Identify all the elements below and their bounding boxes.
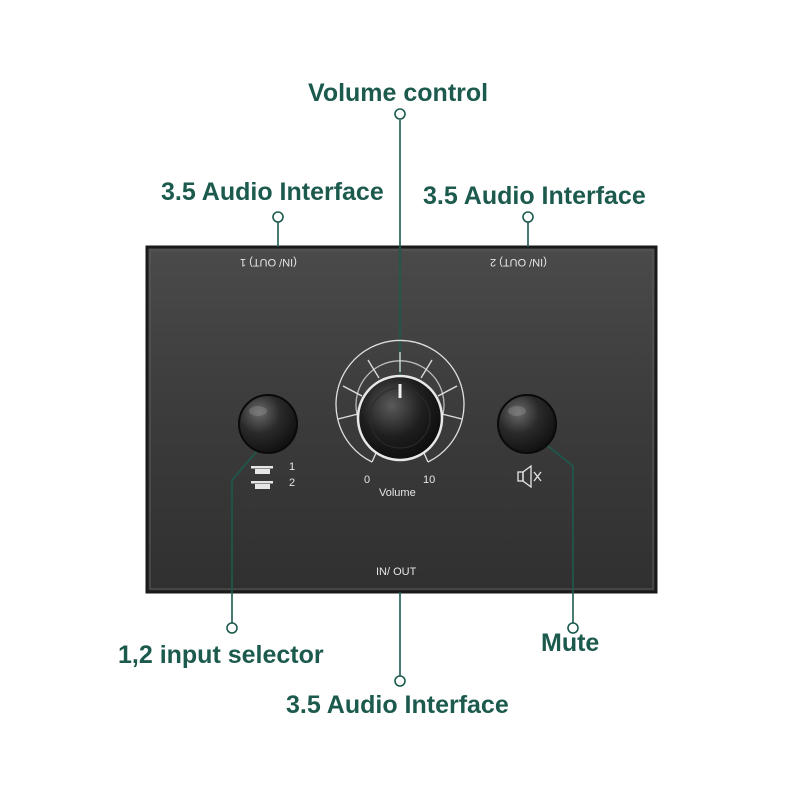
callout-dots [226,108,579,687]
mute-label: Mute [541,629,600,657]
two-bar-selector-icon [251,466,273,489]
audio-interface-right-label: 3.5 Audio Interface [423,182,646,210]
audio-interface-bottom-label: 3.5 Audio Interface [286,691,509,719]
audio-interface-left-label: 3.5 Audio Interface [161,178,384,206]
port-label-bottom: IN/ OUT [376,566,417,578]
input-selector-button[interactable] [238,394,298,454]
port-label-right: (IN/ OUT) 2 [490,256,547,268]
volume-max-label: 10 [423,474,436,486]
speaker-muted-icon [517,464,542,489]
callout-lines [231,120,574,676]
selector-option-1: 1 [289,461,296,473]
port-label-left: (IN/ OUT) 1 [240,256,297,268]
volume-control-label: Volume control [308,79,489,107]
volume-min-label: 0 [364,474,371,486]
volume-label: Volume [379,487,416,499]
mute-button[interactable] [497,394,557,454]
selector-option-2: 2 [289,477,296,489]
input-selector-label: 1,2 input selector [118,641,324,669]
